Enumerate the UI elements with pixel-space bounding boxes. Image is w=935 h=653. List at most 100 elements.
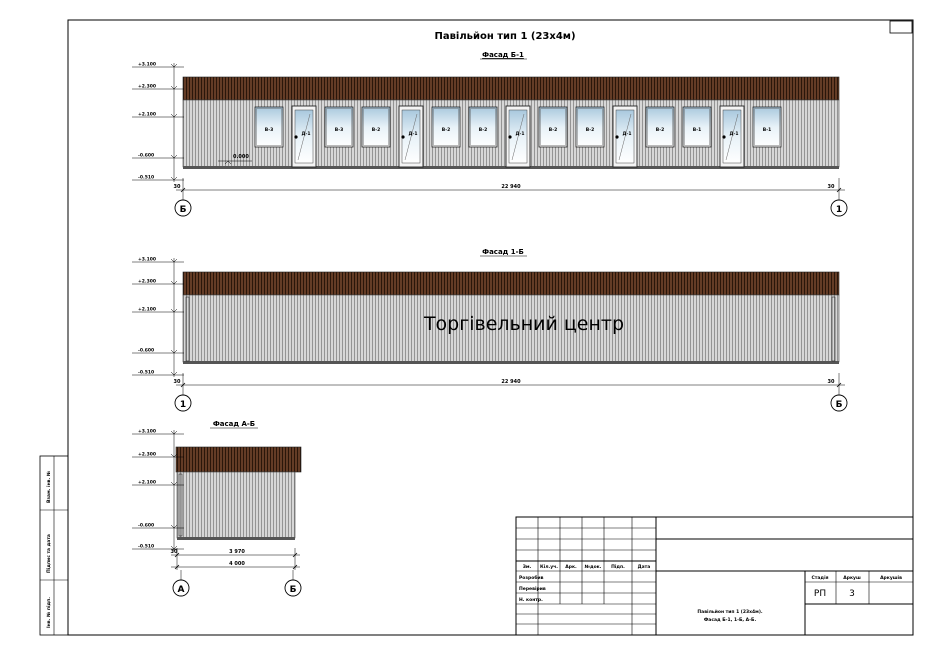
door: Д-1: [612, 105, 638, 168]
sheet-frame: [67, 19, 914, 636]
level-value: -0.600: [138, 153, 154, 159]
level-value: +2.100: [138, 307, 156, 313]
door: Д-1: [719, 105, 745, 168]
dim-inner: 3 970: [229, 549, 245, 555]
strip-label-2: Взам. інв. №: [46, 471, 52, 503]
level-mark: -0.600: [132, 523, 184, 529]
level-mark: -0.600: [132, 153, 184, 159]
window: В-2: [538, 106, 568, 148]
stamp-role-0: Розробив: [519, 574, 544, 581]
level-mark: -0.510: [132, 370, 184, 376]
wall: [182, 294, 840, 363]
door-label: Д-1: [729, 131, 738, 137]
level-mark: -0.600: [132, 348, 184, 354]
level-mark: +2.300: [132, 84, 184, 90]
facade-b1-title: Фасад Б-1: [482, 51, 524, 59]
window-label: В-2: [549, 127, 557, 133]
axis-marker-1: [830, 199, 848, 217]
level-value: +3.100: [138, 429, 156, 435]
axis-marker-b: [830, 394, 848, 412]
level-value: +3.100: [138, 257, 156, 263]
strip-label-0: Інв. № підп.: [46, 597, 52, 628]
door: Д-1: [398, 105, 424, 168]
window: В-2: [431, 106, 461, 148]
door-label: Д-1: [622, 131, 631, 137]
level-value: -0.600: [138, 523, 154, 529]
sign-text: Торгівельний центр: [423, 313, 624, 335]
facade-ab-title: Фасад А-Б: [213, 420, 255, 428]
dim-end-right: 30: [828, 379, 835, 385]
axis-label-b: Б: [290, 585, 297, 595]
sheet-header: Аркуш: [843, 575, 861, 581]
window-label: В-3: [265, 127, 273, 133]
level-mark-group: +3.100 +2.300 +2.100 -0.600 -0.510: [132, 62, 184, 182]
stage-value: РП: [814, 589, 826, 599]
axis-marker-a: [172, 579, 190, 597]
axis-label-1: 1: [836, 205, 842, 215]
level-mark: +3.100: [132, 257, 184, 263]
dim-total: 22 940: [501, 379, 521, 385]
level-value: +2.300: [138, 452, 156, 458]
window: В-1: [752, 106, 782, 148]
window: В-2: [468, 106, 498, 148]
wall: [176, 471, 296, 539]
roof: [182, 76, 840, 101]
window-label: В-2: [479, 127, 487, 133]
side-strip: Інв. № підп. Підпис та дата Взам. інв. №: [39, 455, 69, 636]
window: В-2: [645, 106, 675, 148]
level-mark: +2.100: [132, 112, 184, 118]
stamp-role-1: Перевірив: [519, 586, 546, 592]
stamp-header-5: Дата: [638, 564, 651, 570]
level-mark: +2.300: [132, 279, 184, 285]
facade-1b-title: Фасад 1-Б: [482, 248, 524, 256]
window: В-3: [324, 106, 354, 148]
floor-mark: 0.000: [233, 154, 249, 160]
plinth: [183, 361, 839, 364]
roof: [175, 446, 302, 473]
stamp-header-3: №док.: [584, 564, 602, 570]
door: Д-1: [505, 105, 531, 168]
level-value: +2.300: [138, 84, 156, 90]
stamp-header-0: Зм.: [523, 564, 532, 570]
level-value: +2.100: [138, 112, 156, 118]
facade-1b: Фасад 1-Б Торгівельний центр 22 940 30 3…: [174, 248, 848, 412]
facade-ab: Фасад А-Б 3 970 4 000 30 А Б: [171, 420, 302, 597]
level-value: +3.100: [138, 62, 156, 68]
title-block-text: Зм. Кіл.уч. Арк. №док. Підп. Дата Розроб…: [519, 564, 902, 623]
level-value: +2.300: [138, 279, 156, 285]
dim-total: 4 000: [229, 561, 245, 567]
window-label: В-2: [442, 127, 450, 133]
window-label: В-1: [763, 127, 771, 133]
stage-header: Стадія: [811, 575, 828, 581]
door: Д-1: [291, 105, 317, 168]
page-title: Павільйон тип 1 (23х4м): [434, 31, 575, 42]
level-mark-group: +3.100+2.300+2.100-0.600-0.510: [132, 429, 184, 551]
level-mark: -0.510: [132, 175, 184, 181]
window-label: В-3: [335, 127, 343, 133]
level-mark-group: +3.100 +2.300 +2.100 -0.600 -0.510: [132, 257, 184, 377]
stamp-role-2: Н. контр.: [519, 597, 543, 603]
plinth: [177, 537, 295, 540]
level-mark: +2.300: [132, 452, 184, 458]
axis-marker-b: [174, 199, 192, 217]
window-label: В-1: [693, 127, 701, 133]
stamp-header-4: Підп.: [611, 564, 625, 570]
level-value: -0.510: [138, 175, 154, 181]
level-value: +2.100: [138, 480, 156, 486]
window-label: В-2: [372, 127, 380, 133]
level-marks: +3.100 +2.300 +2.100 -0.600 -0.510 +3.100 +2.3…: [132, 62, 184, 551]
level-mark: +2.100: [132, 307, 184, 313]
level-mark: +3.100: [132, 429, 184, 435]
title-block: [515, 516, 914, 636]
door-label: Д-1: [301, 131, 310, 137]
door-label: Д-1: [408, 131, 417, 137]
stamp-header-1: Кіл.уч.: [540, 564, 558, 570]
dim-end-left: 30: [174, 184, 181, 190]
window-label: В-2: [586, 127, 594, 133]
door-label: Д-1: [515, 131, 524, 137]
sheets-header: Аркушів: [880, 575, 902, 581]
sheet-title-line-1: Павільйон тип 1 (23х4м).: [697, 608, 762, 615]
axis-marker-1: [174, 394, 192, 412]
